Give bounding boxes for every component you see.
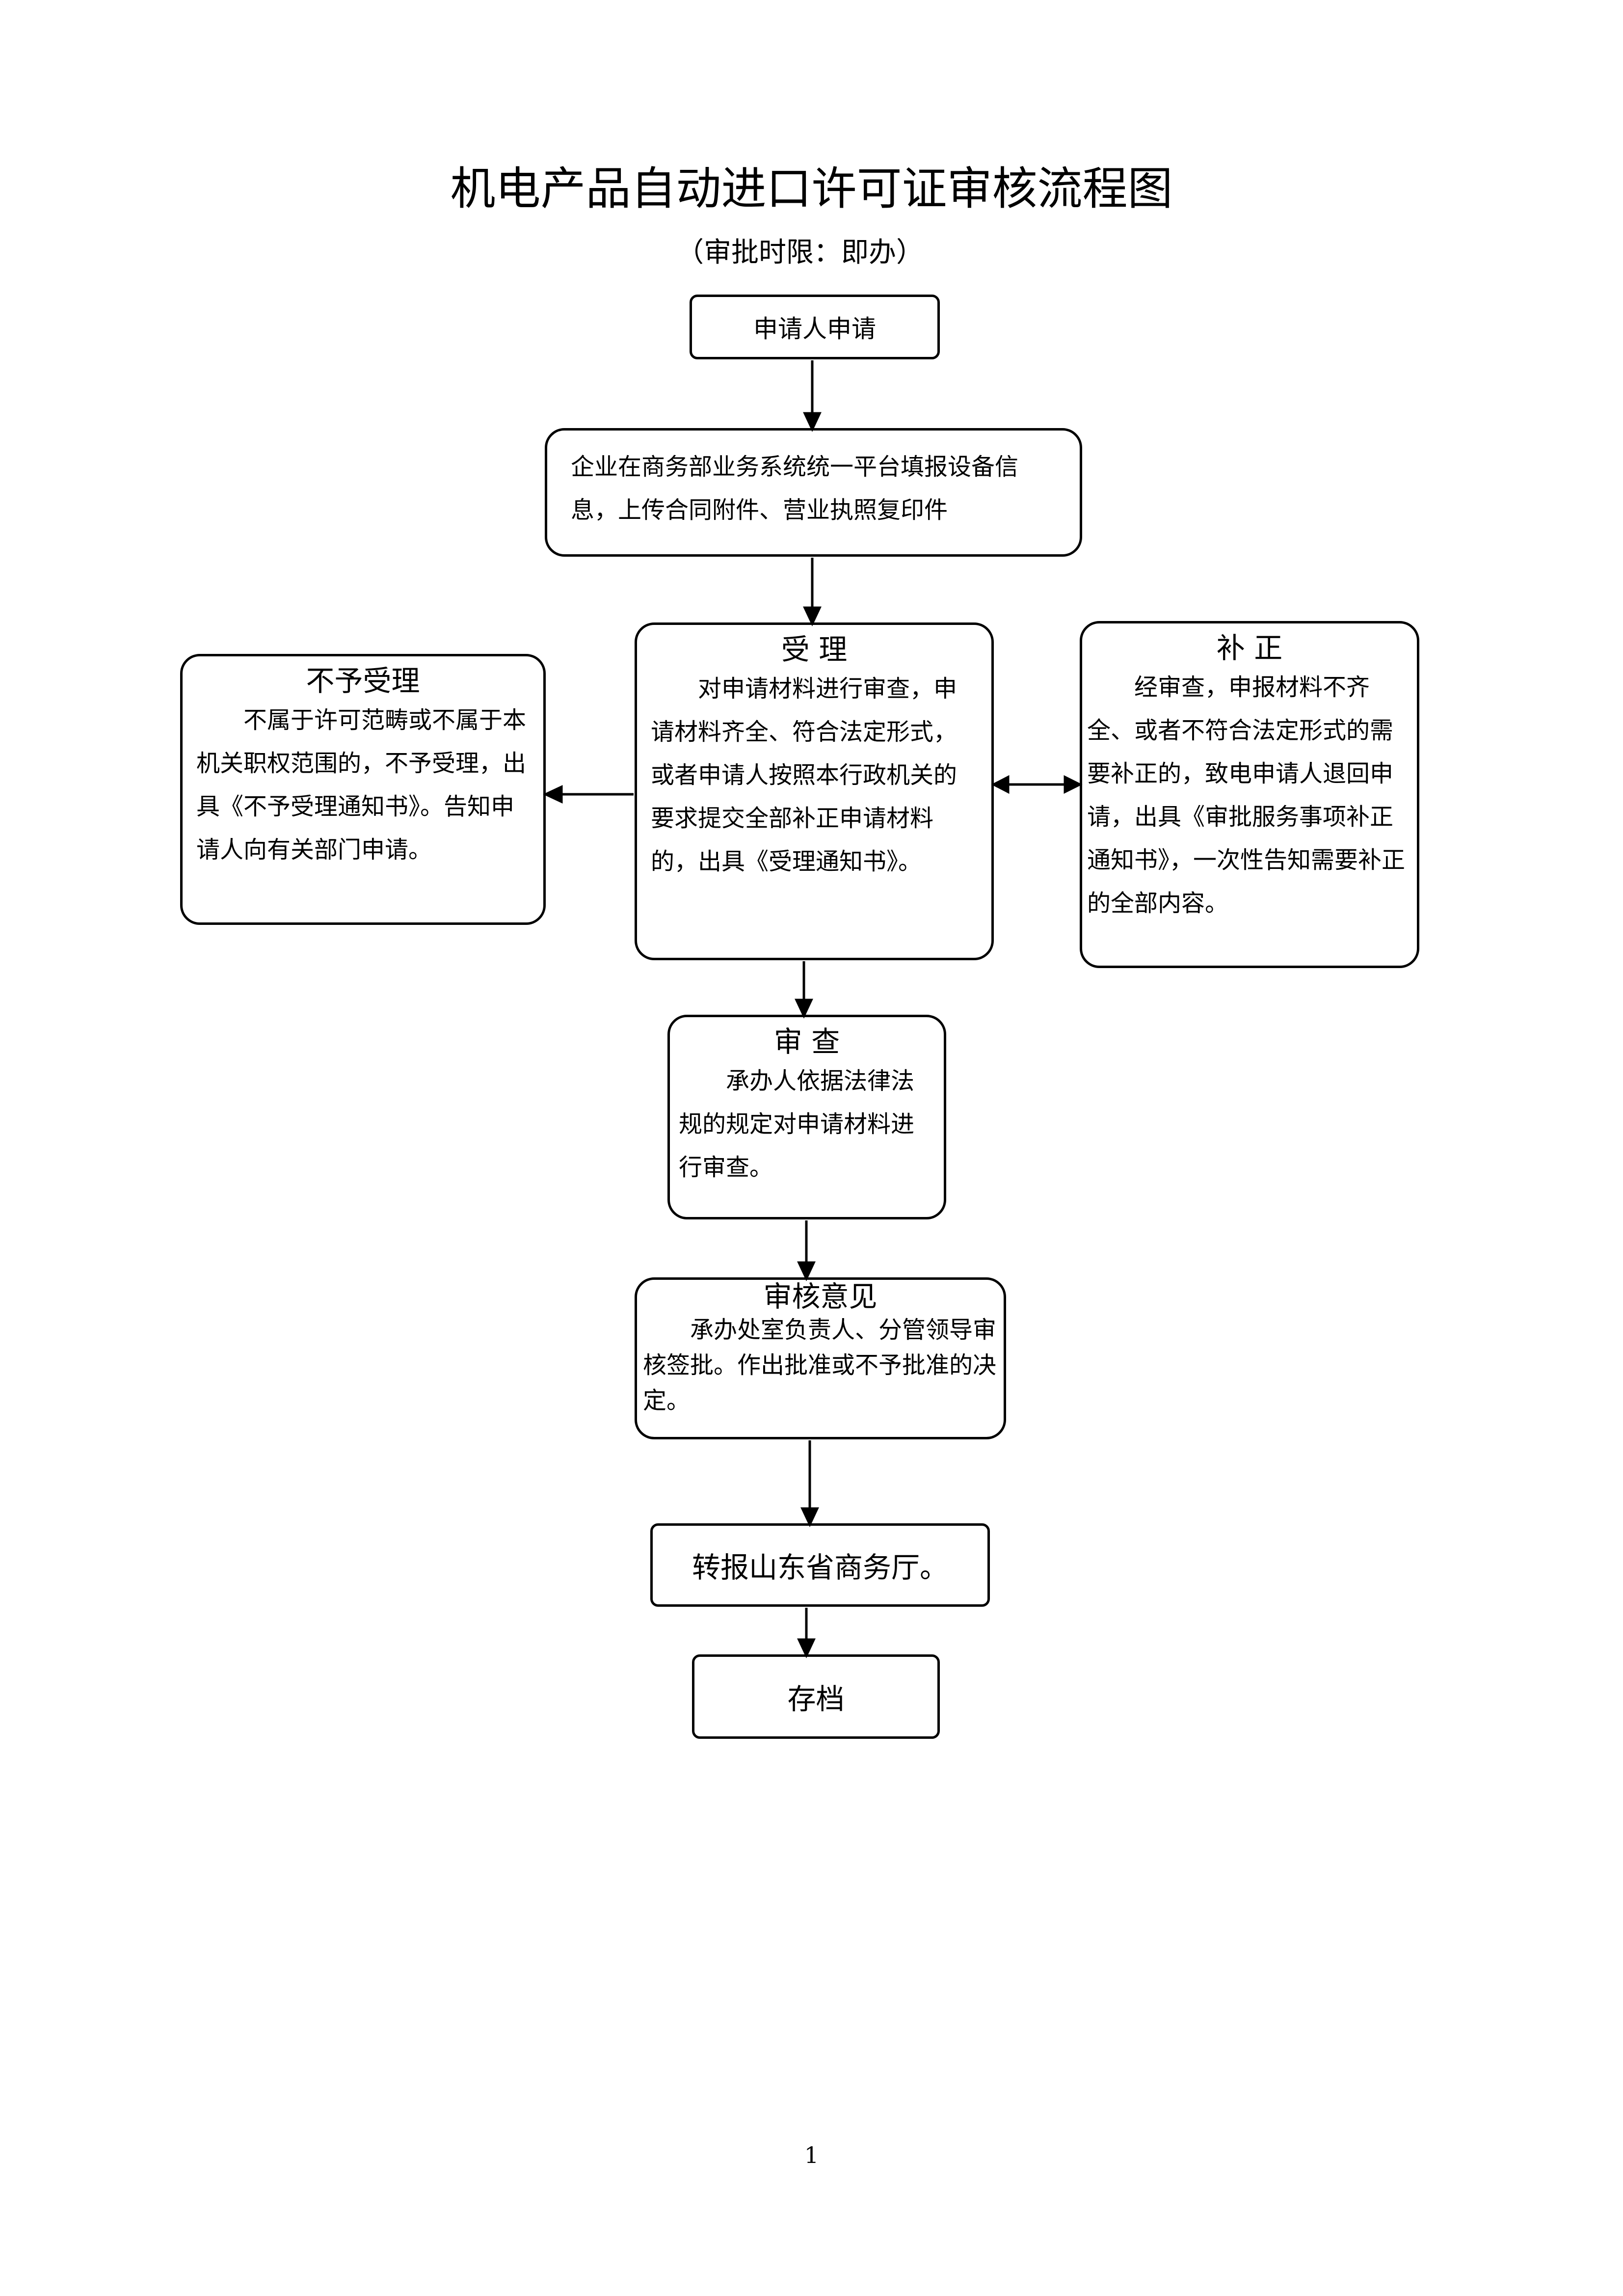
arrowhead-apply-to-platform — [803, 412, 822, 432]
step-forward-label: 转报山东省商务厅。 — [692, 1551, 948, 1584]
approval-time-limit: （审批时限：即办） — [676, 237, 924, 269]
step-archive-box: 存档 — [692, 1654, 940, 1739]
step-correct-text: 经审查，申报材料不齐全、或者不符合法定形式的需要补正的，致电申请人退回申请，出具… — [1087, 674, 1406, 917]
step-opinion-title: 审核意见 — [763, 1280, 878, 1313]
step-reject-box: 不予受理 不属于许可范畴或不属于本机关职权范围的，不予受理，出具《不予受理通知书… — [180, 654, 546, 925]
step-accept-box: 受 理 对申请材料进行审查，申请材料齐全、符合法定形式，或者申请人按照本行政机关… — [635, 622, 994, 960]
step-correct-title: 补 正 — [1216, 631, 1283, 665]
arrowhead-accept-correct-right — [1064, 775, 1083, 794]
step-apply-box: 申请人申请 — [690, 295, 940, 359]
page-title: 机电产品自动进口许可证审核流程图 — [450, 162, 1173, 215]
arrowhead-accept-correct-left — [991, 775, 1010, 794]
arrowhead-platform-to-accept — [803, 606, 822, 626]
page-number: 1 — [804, 2142, 819, 2168]
arrowhead-opinion-to-forward — [800, 1507, 819, 1527]
step-review-text: 承办人依据法律法规的规定对申请材料进行审查。 — [679, 1067, 915, 1181]
step-reject-title: 不予受理 — [306, 664, 420, 698]
arrowhead-forward-to-archive — [797, 1638, 816, 1658]
step-correct-box: 补 正 经审查，申报材料不齐全、或者不符合法定形式的需要补正的，致电申请人退回申… — [1080, 621, 1419, 968]
step-review-box: 审 查 承办人依据法律法规的规定对申请材料进行审查。 — [667, 1015, 946, 1219]
step-apply-label: 申请人申请 — [753, 315, 876, 343]
step-reject-text: 不属于许可范畴或不属于本机关职权范围的，不予受理，出具《不予受理通知书》。告知申… — [196, 706, 527, 864]
arrowhead-review-to-opinion — [797, 1261, 816, 1281]
step-platform-text: 企业在商务部业务系统统一平台填报设备信息，上传合同附件、营业执照复印件 — [571, 453, 1019, 524]
step-forward-box: 转报山东省商务厅。 — [650, 1523, 990, 1607]
step-accept-text: 对申请材料进行审查，申请材料齐全、符合法定形式，或者申请人按照本行政机关的要求提… — [651, 675, 958, 875]
step-opinion-box: 审核意见 承办处室负责人、分管领导审核签批。作出批准或不予批准的决定。 — [635, 1277, 1006, 1439]
step-review-title: 审 查 — [773, 1025, 840, 1058]
step-archive-label: 存档 — [787, 1682, 845, 1716]
arrowhead-accept-to-reject — [543, 785, 563, 804]
step-accept-title: 受 理 — [781, 633, 848, 666]
arrowhead-accept-to-review — [795, 999, 813, 1019]
step-opinion-text: 承办处室负责人、分管领导审核签批。作出批准或不予批准的决定。 — [643, 1316, 997, 1414]
